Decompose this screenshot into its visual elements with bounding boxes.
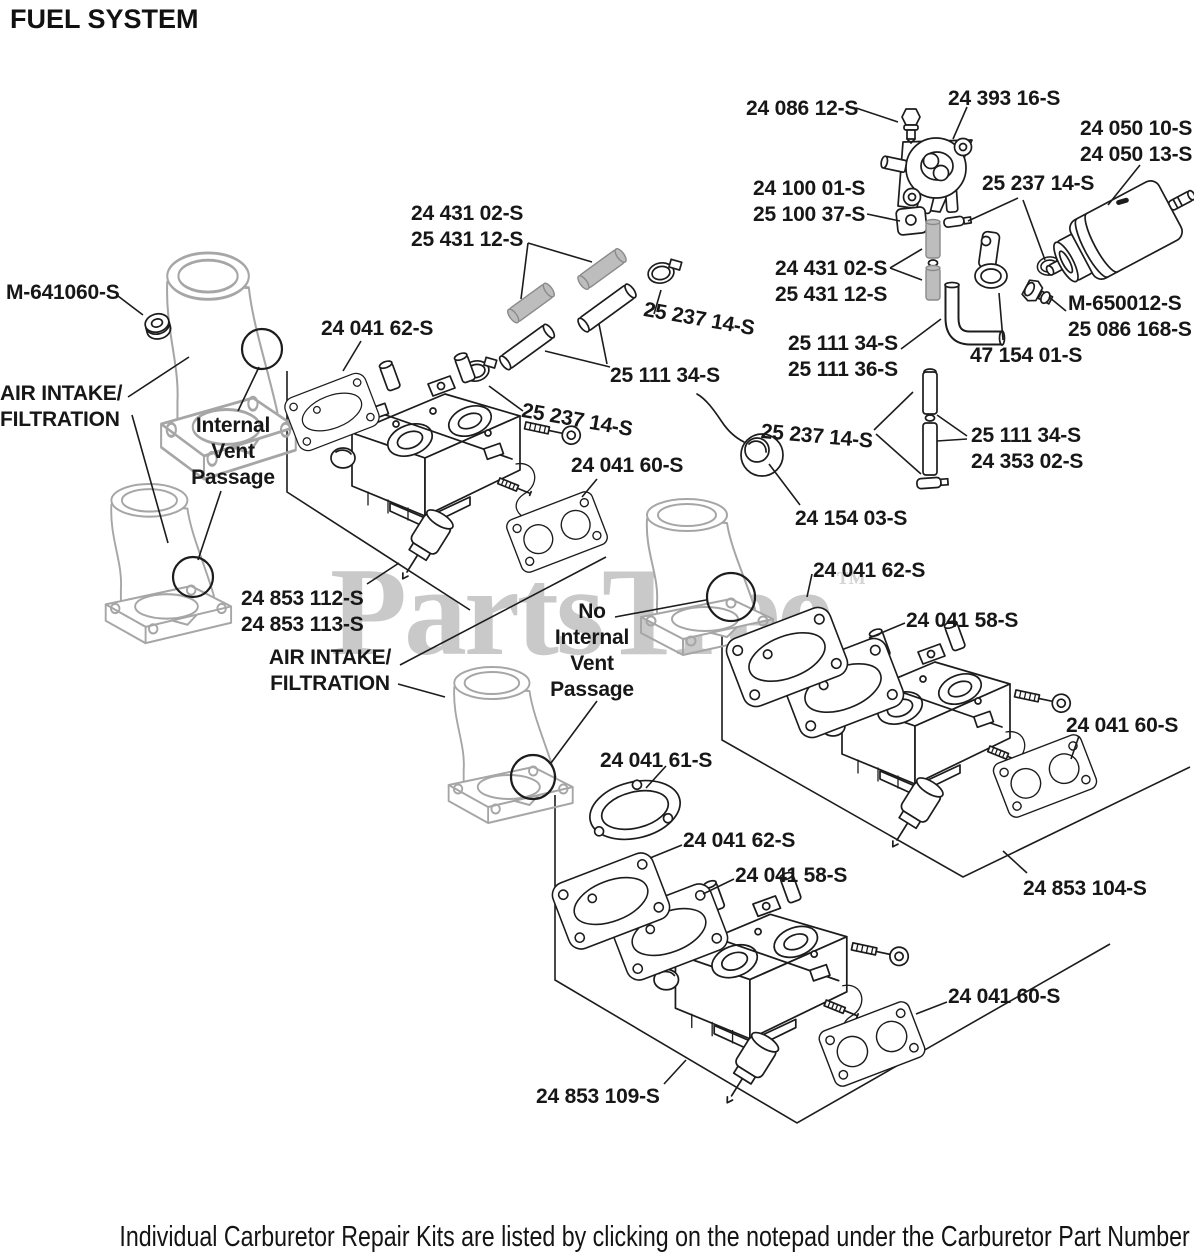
- grommet-drawing: [144, 312, 172, 340]
- pulse-block-drawing: [895, 206, 928, 236]
- vent-passage-highlight-circles: [171, 327, 757, 801]
- label-24-041-58-s-3: 24 041 58-S: [735, 864, 848, 887]
- label-m-641060-s: M-641060-S: [6, 281, 120, 304]
- fuel-hose-elbow-drawing: [944, 281, 1006, 346]
- label-24-041-60-s-2: 24 041 60-S: [1066, 714, 1179, 737]
- check-valve-drawing: [696, 393, 784, 477]
- label-25-111-34-s-24-353-02-s: 25 111 34-S 24 353 02-S: [971, 424, 1084, 473]
- fuel-pump-drawing: [880, 137, 973, 215]
- label-24-431-02-s-left: 24 431 02-S 25 431 12-S: [411, 202, 524, 251]
- fuel-line-tubes-drawing: [916, 368, 950, 490]
- fuel-tube-gray-1: [577, 247, 627, 291]
- trademark-symbol: ™: [836, 566, 867, 599]
- label-25-111-34-s-36-s: 25 111 34-S 25 111 36-S: [788, 332, 898, 381]
- fuel-fitting-drawing: [943, 215, 973, 228]
- clamp-bracket-drawing: [974, 230, 1008, 289]
- gasket-61-drawing: [589, 779, 681, 841]
- fuel-tube-gray-2: [507, 282, 555, 324]
- footer-note: Individual Carburetor Repair Kits are li…: [119, 1221, 1190, 1253]
- label-24-041-61-s: 24 041 61-S: [600, 749, 713, 772]
- fuel-filter-drawing: [1045, 180, 1194, 283]
- label-24-041-60-s-1: 24 041 60-S: [571, 454, 684, 477]
- label-24-041-62-s-2: 24 041 62-S: [813, 559, 926, 582]
- label-24-431-02-s-right: 24 431 02-S 25 431 12-S: [775, 257, 888, 306]
- label-24-086-12-s: 24 086 12-S: [746, 97, 859, 120]
- leader-lines: [117, 106, 1141, 1085]
- label-24-853-112-s-113-s: 24 853 112-S 24 853 113-S: [241, 587, 364, 636]
- label-24-041-60-s-3: 24 041 60-S: [948, 985, 1061, 1008]
- label-24-853-104-s: 24 853 104-S: [1023, 877, 1147, 900]
- hex-screw-drawing: [1021, 279, 1054, 305]
- fuel-tube-white-2: [498, 323, 556, 371]
- label-24-041-62-s-1: 24 041 62-S: [321, 317, 434, 340]
- label-47-154-01-s: 47 154 01-S: [970, 344, 1083, 367]
- gasket-60-drawing-2: [990, 731, 1100, 821]
- air-intake-elbow-internal-vent-2: [104, 483, 233, 645]
- label-no-internal-vent-passage: No Internal Vent Passage: [550, 600, 634, 701]
- label-25-237-14-s-top: 25 237 14-S: [982, 172, 1095, 195]
- pump-bolt-drawing: [901, 108, 921, 144]
- label-air-intake-filtration-top: AIR INTAKE/ FILTRATION: [0, 382, 123, 431]
- label-24-041-62-s-3: 24 041 62-S: [683, 829, 796, 852]
- fuel-tube-gray-right: [925, 218, 941, 301]
- label-24-050-10-s-13-s: 24 050 10-S 24 050 13-S: [1080, 117, 1193, 166]
- label-24-393-16-s: 24 393 16-S: [948, 87, 1061, 110]
- gasket-60-drawing-1: [503, 488, 611, 576]
- gasket-60-drawing-3: [816, 998, 928, 1090]
- label-25-111-34-s-mid: 25 111 34-S: [610, 364, 720, 387]
- label-m-650012-s-25-086-168-s: M-650012-S 25 086 168-S: [1068, 292, 1192, 341]
- page-title: FUEL SYSTEM: [10, 4, 199, 34]
- label-internal-vent-passage: Internal Vent Passage: [191, 414, 275, 489]
- hose-clamp-upper-mid: [645, 256, 686, 287]
- label-24-154-03-s: 24 154 03-S: [795, 507, 908, 530]
- label-24-041-58-s-2: 24 041 58-S: [906, 609, 1019, 632]
- fuel-tube-white-1: [577, 283, 637, 333]
- label-air-intake-filtration-bottom: AIR INTAKE/ FILTRATION: [268, 646, 392, 695]
- label-24-100-01-s-25-100-37-s: 24 100 01-S 25 100 37-S: [753, 177, 866, 226]
- label-24-853-109-s: 24 853 109-S: [536, 1085, 660, 1108]
